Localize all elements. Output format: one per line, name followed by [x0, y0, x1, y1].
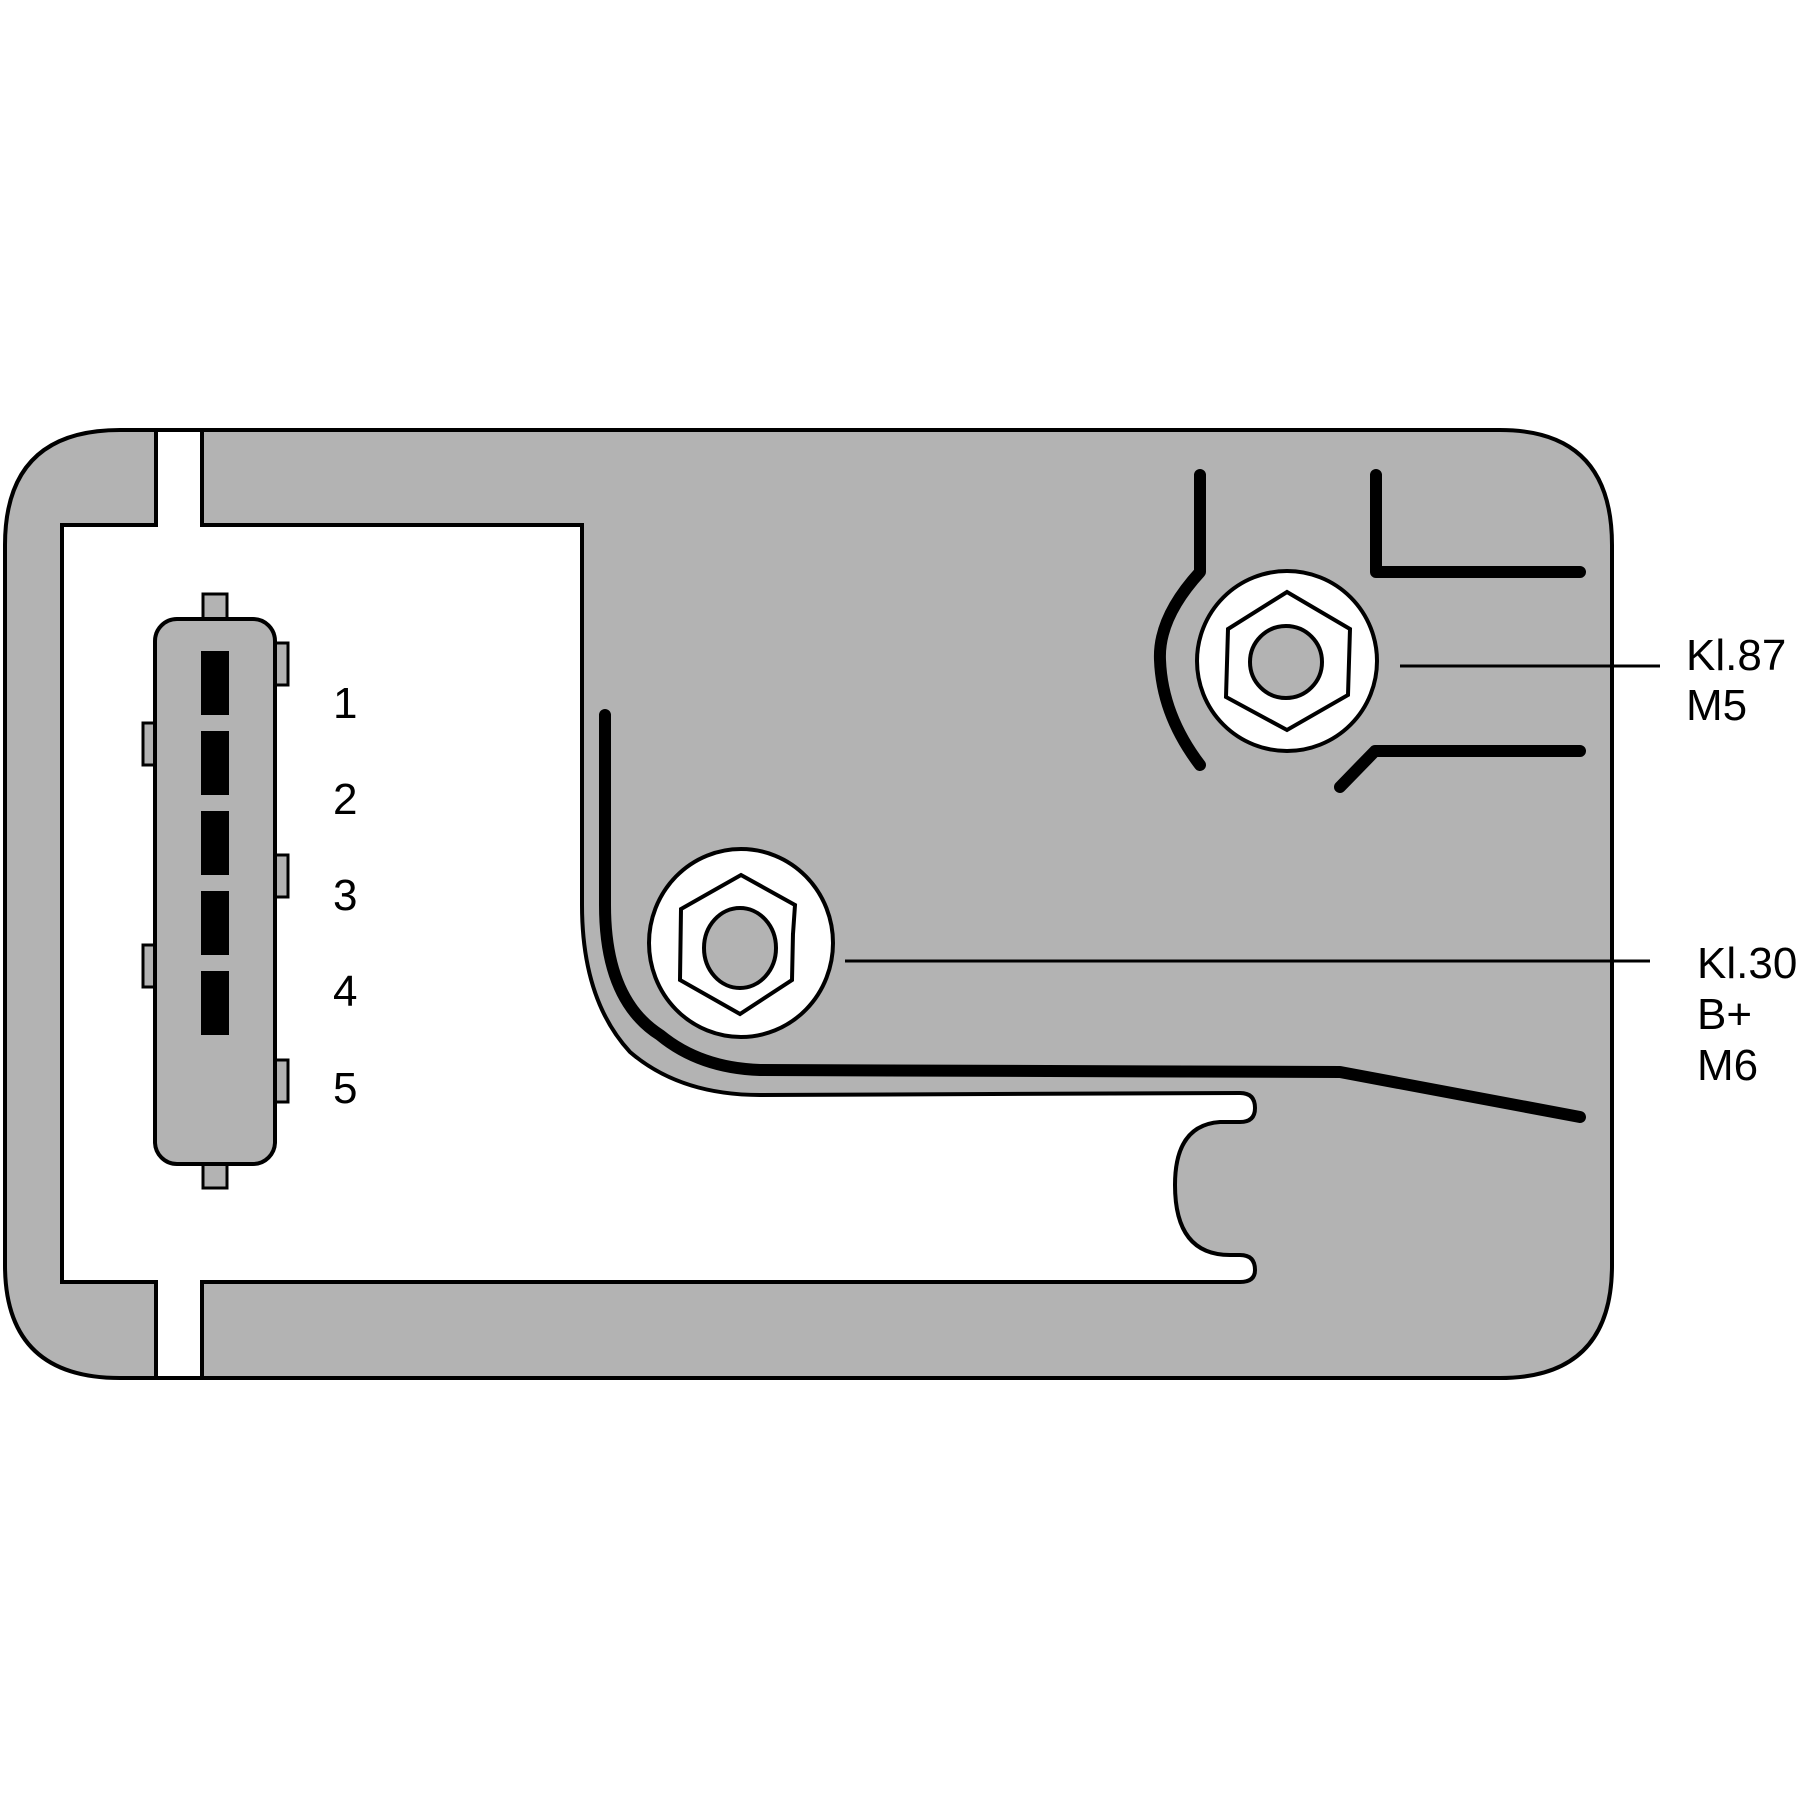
- stud-kl87-m5: [1195, 569, 1379, 753]
- pin-3-contact: [201, 811, 229, 875]
- pin-4-contact: [201, 891, 229, 955]
- top-slot: [158, 432, 200, 526]
- bolt-icon: [702, 906, 778, 990]
- kl87-label: Kl.87: [1686, 631, 1786, 680]
- pin-1-contact: [201, 651, 229, 715]
- pin-3-label: 3: [333, 871, 357, 920]
- kl87-thread-label: M5: [1686, 681, 1747, 730]
- kl30-thread-label: M6: [1697, 1041, 1758, 1090]
- connector-plug: [141, 592, 290, 1190]
- pin-2-contact: [201, 731, 229, 795]
- key-tab-bottom: [201, 1160, 229, 1190]
- pin-2-label: 2: [333, 775, 357, 824]
- bolt-icon: [1248, 624, 1324, 700]
- pin-1-label: 1: [333, 679, 357, 728]
- kl30-label: Kl.30: [1697, 939, 1797, 988]
- pin-5-contact: [201, 971, 229, 1035]
- pin-4-label: 4: [333, 967, 357, 1016]
- stud-kl30-m6: [647, 847, 835, 1039]
- busbar-traces: [599, 469, 1586, 1123]
- kl30-polarity-label: B+: [1697, 990, 1752, 1039]
- bottom-slot: [158, 1281, 200, 1376]
- pin-5-label: 5: [333, 1064, 357, 1113]
